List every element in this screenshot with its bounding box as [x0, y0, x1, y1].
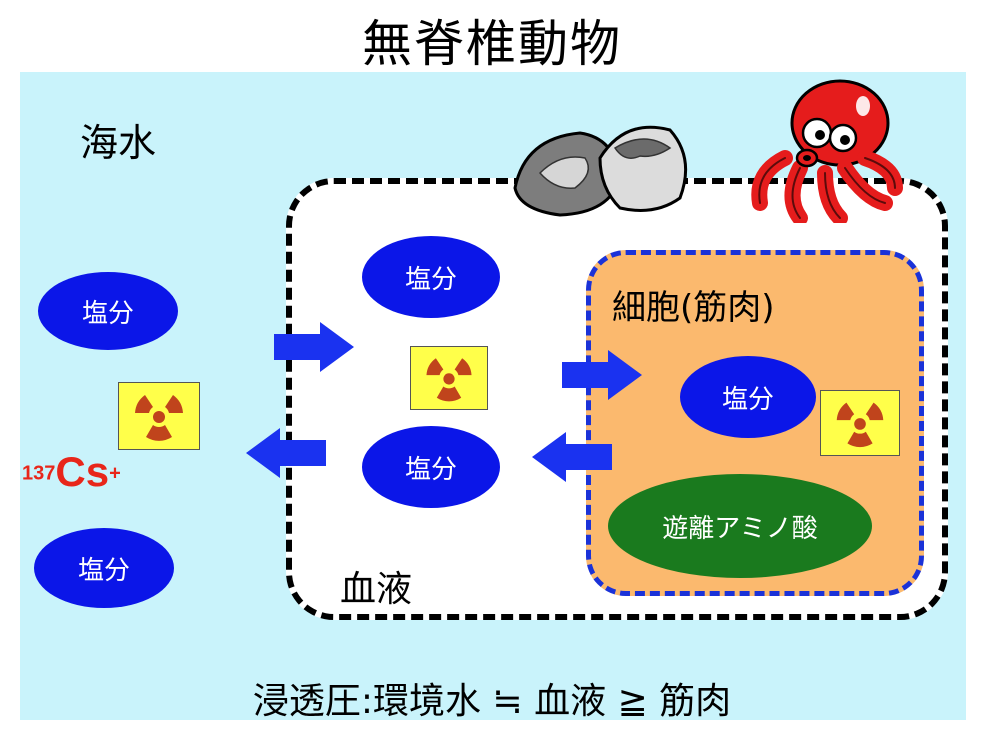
- clam-icon: [513, 125, 688, 217]
- seawater-label: 海水: [80, 121, 157, 165]
- salt-blood-1: 塩分: [362, 236, 500, 318]
- osmotic-pressure-note: 浸透圧:環境水 ≒ 血液 ≧ 筋肉: [252, 681, 732, 722]
- radiation-icon: [410, 346, 488, 410]
- arrow-right-icon: [274, 322, 354, 372]
- salt-cell: 塩分: [680, 356, 816, 438]
- radiation-icon: [820, 390, 900, 456]
- arrow-left-icon: [532, 432, 612, 482]
- cesium-mass: 137: [22, 462, 56, 485]
- radiation-icon: [118, 382, 200, 450]
- cesium-charge: +: [109, 462, 121, 485]
- octopus-icon: [751, 79, 903, 223]
- page-title: 無脊椎動物: [362, 15, 622, 73]
- salt-seawater-1: 塩分: [38, 272, 178, 350]
- blood-label: 血液: [340, 569, 413, 610]
- cesium-symbol: Cs: [55, 448, 110, 495]
- cesium-label: 137Cs+: [22, 448, 121, 496]
- arrow-right-icon: [562, 350, 642, 400]
- free-amino-acids: 遊離アミノ酸: [608, 474, 872, 578]
- cell-label: 細胞(筋肉): [612, 288, 775, 328]
- salt-seawater-2: 塩分: [34, 528, 174, 608]
- arrow-left-icon: [246, 428, 326, 478]
- salt-blood-2: 塩分: [362, 426, 500, 508]
